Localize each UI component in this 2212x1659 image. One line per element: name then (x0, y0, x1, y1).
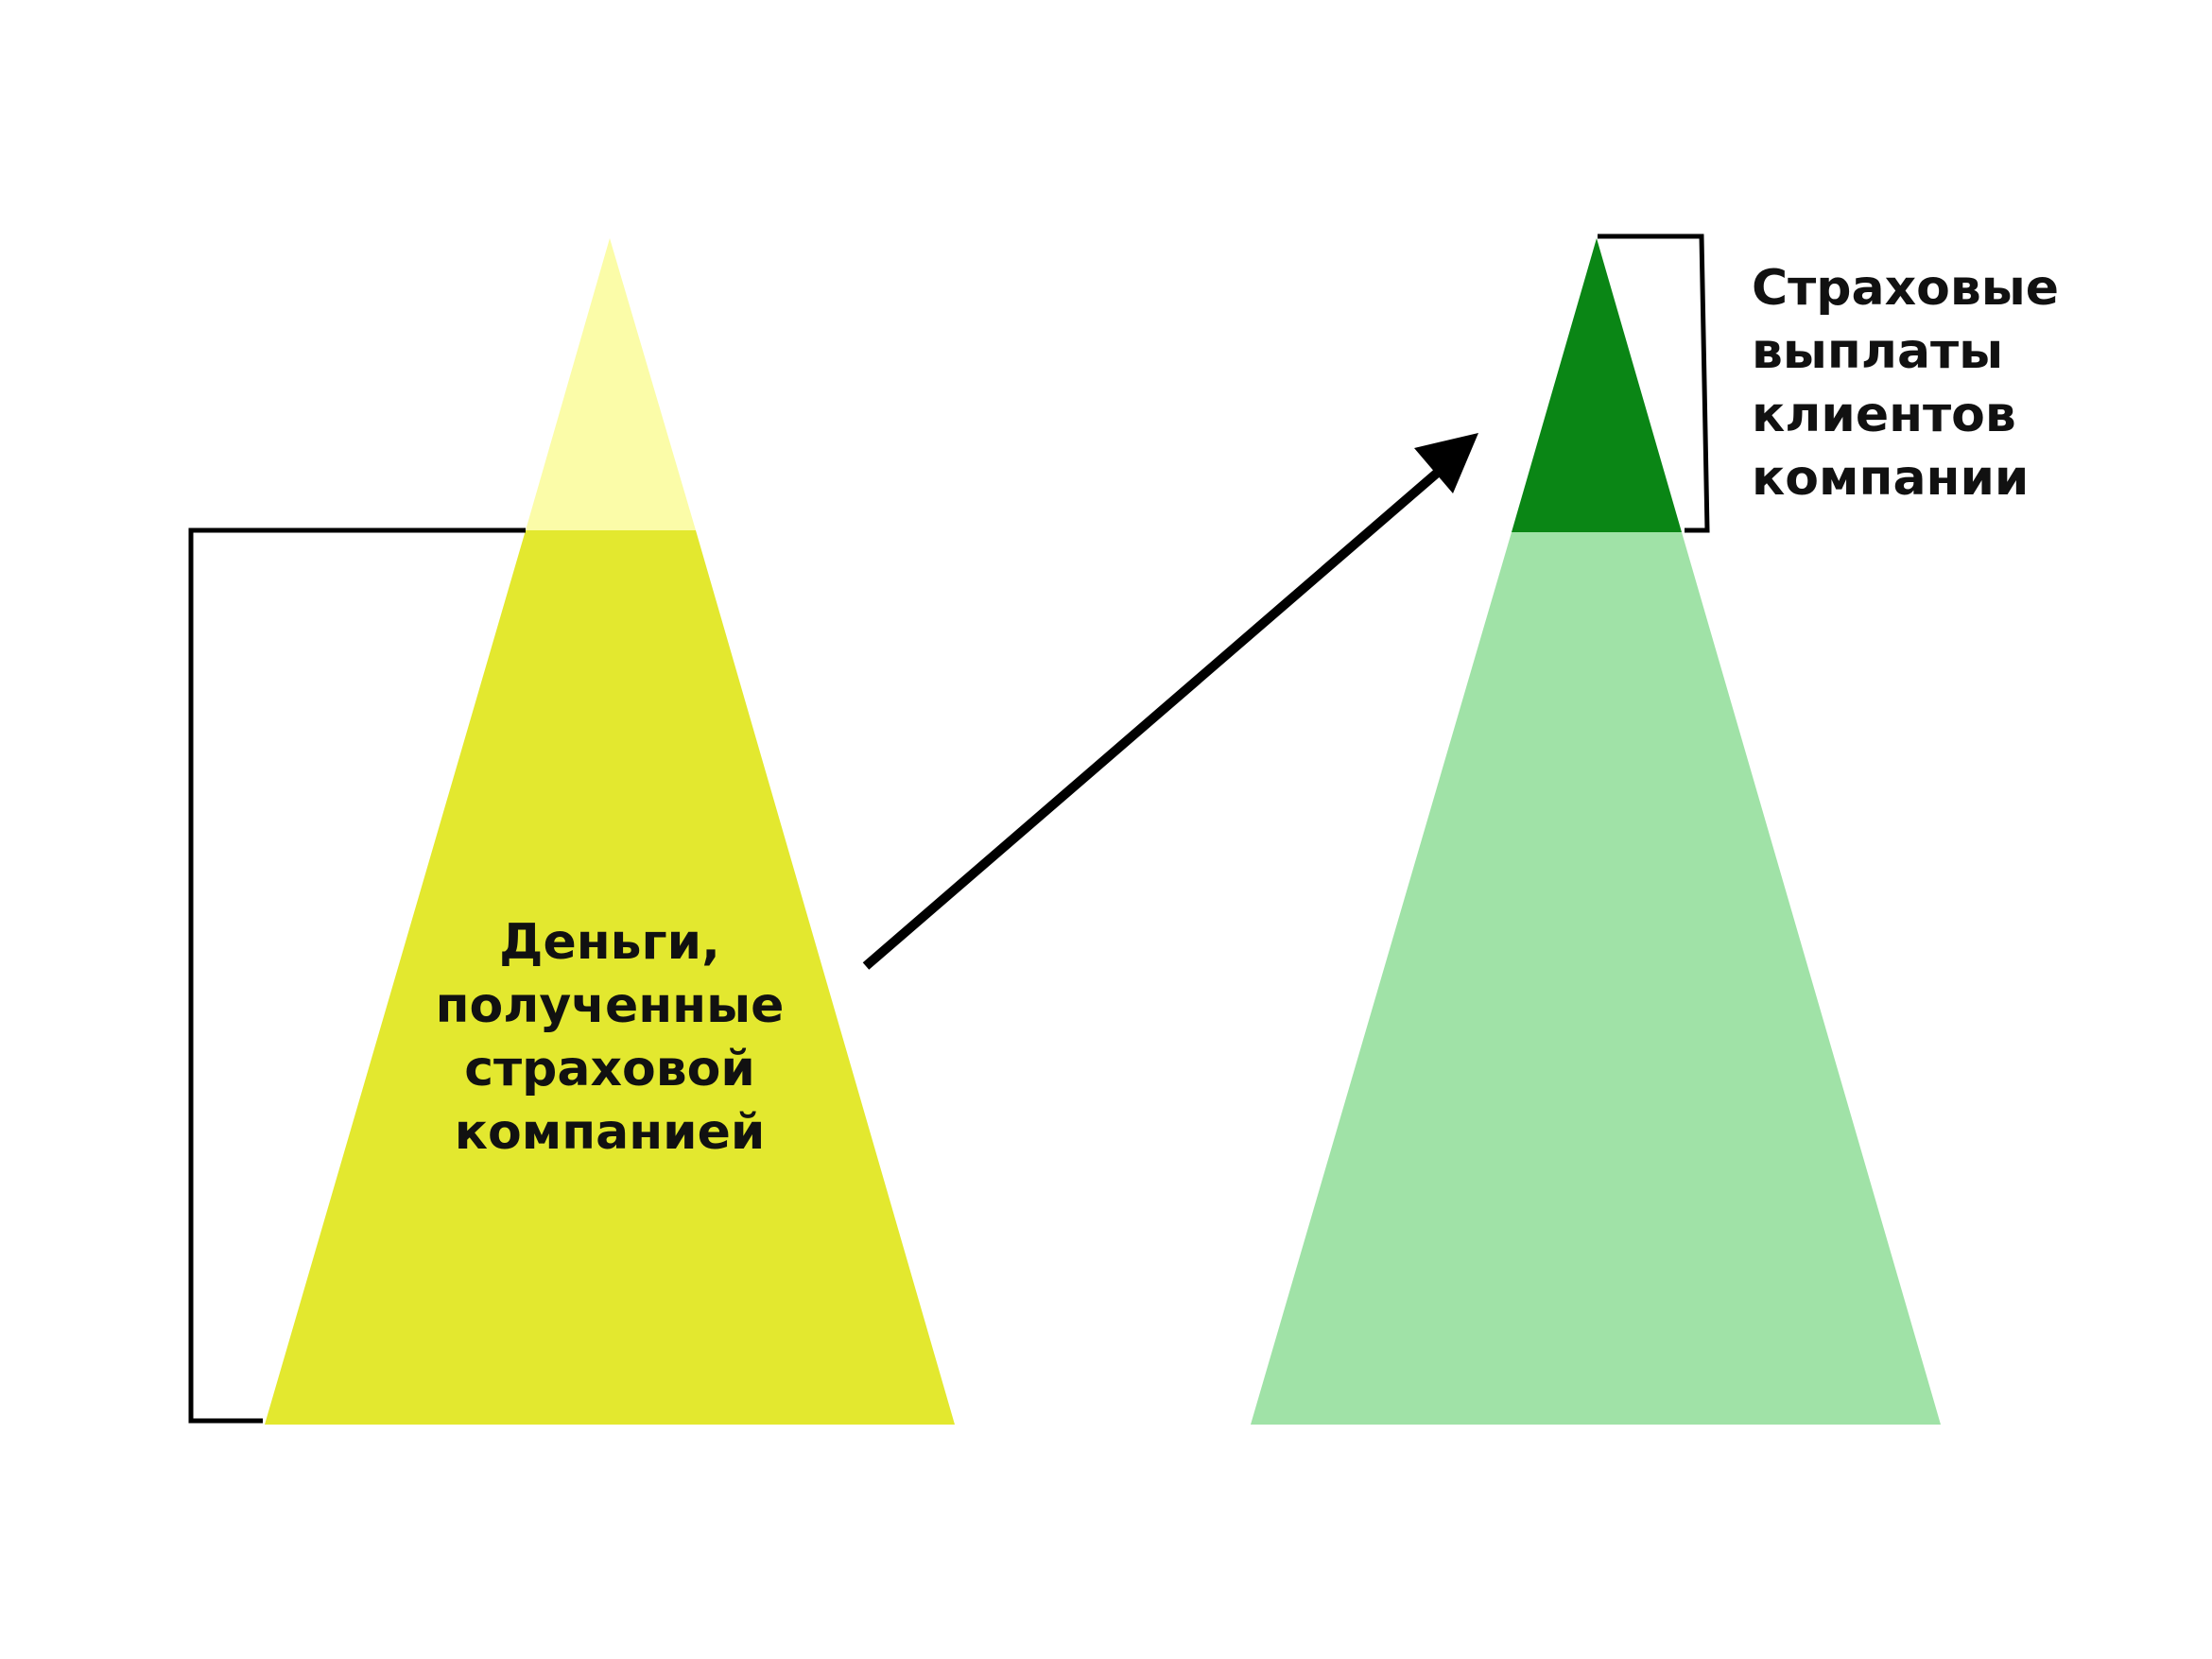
left-pyramid-top (526, 238, 696, 530)
left-pyramid-label: Деньги, полученные страховой компанией (435, 914, 785, 1161)
right-pyramid (1251, 238, 1941, 1425)
left-bracket (188, 527, 526, 1424)
right-pyramid-body (1251, 532, 1941, 1425)
arrow-head (1414, 433, 1478, 493)
right-pyramid-label: Страховые выплаты клиентов компании (1752, 260, 2060, 507)
arrow-shaft (862, 466, 1444, 970)
right-pyramid-top (1512, 238, 1682, 532)
left-pyramid-body (265, 530, 955, 1425)
arrow (862, 433, 1478, 970)
left-pyramid (265, 238, 955, 1425)
right-bracket (1598, 233, 1710, 533)
